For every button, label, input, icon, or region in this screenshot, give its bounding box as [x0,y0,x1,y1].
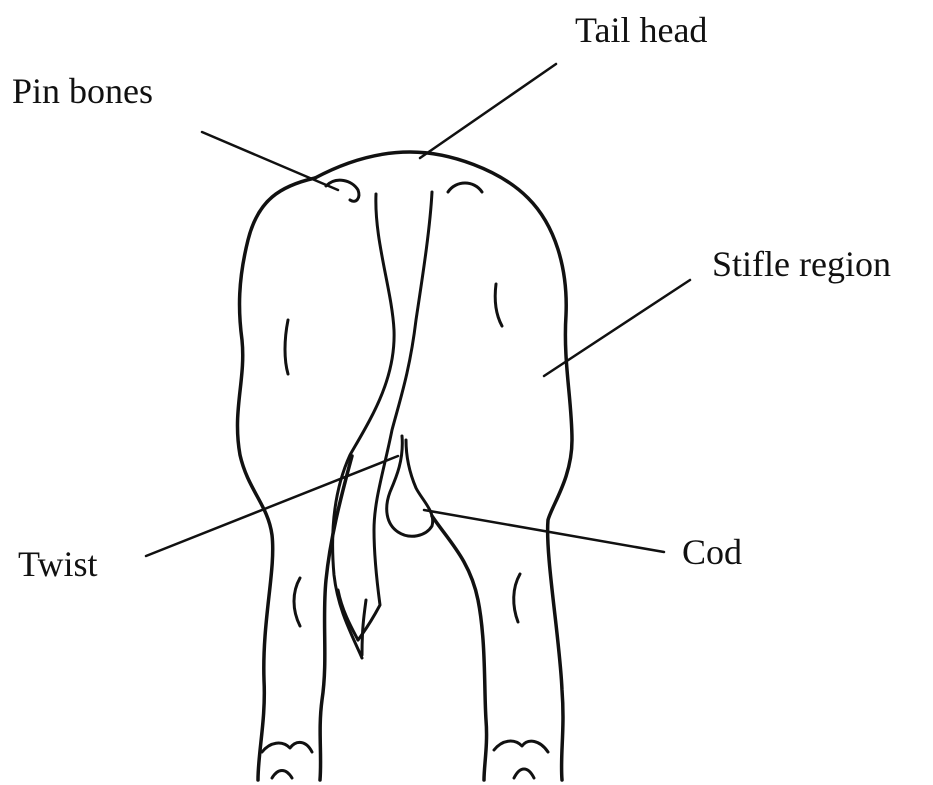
rump-outline [315,152,572,780]
stifle-mark-left [285,320,288,374]
left-hock-mark [294,578,300,626]
tail-left-edge [333,194,395,658]
pin-bones-leader-line [202,132,338,190]
tail-head-leader-line [420,64,556,158]
left-hoof [262,742,312,778]
cod-outline [387,436,433,536]
right-hock-mark [514,574,520,622]
right-inner-leg [432,516,487,780]
stifle-mark-right [495,284,502,326]
cod-label: Cod [682,534,742,570]
pin-bone-left [326,180,359,201]
tail-right-edge [358,192,432,640]
right-hoof [494,741,548,778]
pin-bones-label: Pin bones [12,73,153,109]
stifle-region-label: Stifle region [712,246,891,282]
tail-head-label: Tail head [575,12,707,48]
twist-label: Twist [18,546,98,582]
tail-switch [338,590,366,655]
left-thigh-outline [237,178,315,780]
pin-bone-right [448,183,482,192]
cod-leader-line [424,510,664,552]
